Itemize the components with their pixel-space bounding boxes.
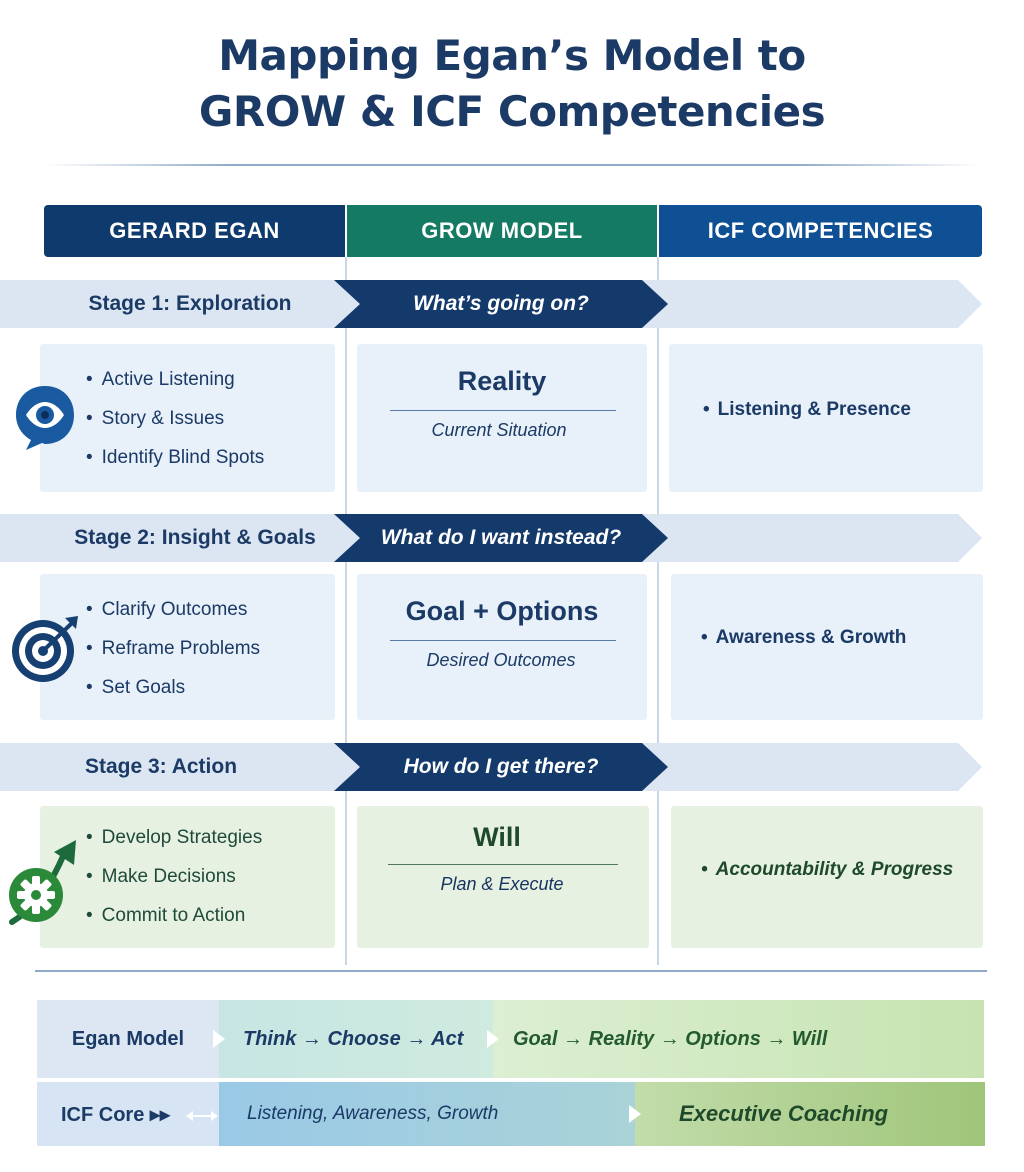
summary-egan-label: Egan Model bbox=[37, 1000, 219, 1078]
list-item: Develop Strategies bbox=[86, 818, 263, 857]
column-divider bbox=[345, 257, 347, 965]
grow-stage-title: Will bbox=[473, 822, 521, 852]
egan-stage-box: Clarify Outcomes Reframe Problems Set Go… bbox=[40, 574, 335, 720]
chevron-right-icon bbox=[629, 1105, 641, 1123]
icf-stage-box: Awareness & Growth bbox=[671, 574, 983, 720]
stage-question-band bbox=[334, 743, 668, 791]
egan-stage-box: Active Listening Story & Issues Identify… bbox=[40, 344, 335, 492]
icf-competency: Awareness & Growth bbox=[701, 624, 907, 652]
stage-question-band bbox=[334, 280, 668, 328]
grow-stage-subtitle: Plan & Execute bbox=[440, 874, 564, 894]
list-item: Reframe Problems bbox=[86, 629, 260, 668]
summary-grow-flow: Goal → Reality → Options → Will bbox=[493, 1000, 984, 1078]
stage-label: Stage 3: Action bbox=[84, 755, 238, 778]
grow-stage-box: Will Plan & Execute bbox=[357, 806, 649, 948]
grow-divider bbox=[390, 410, 616, 411]
stage-label: Stage 2: Insight & Goals bbox=[74, 526, 316, 549]
stage-question: How do I get there? bbox=[403, 755, 599, 778]
summary-icf-label: ICF Core ▸▸ bbox=[37, 1082, 219, 1146]
title-divider bbox=[45, 164, 980, 166]
grow-stage-subtitle: Current Situation bbox=[431, 420, 567, 440]
icf-stage-box: Accountability & Progress bbox=[671, 806, 983, 948]
column-divider bbox=[657, 257, 659, 965]
column-header-grow: GROW MODEL bbox=[347, 205, 657, 257]
list-item: Make Decisions bbox=[86, 857, 262, 896]
chevron-right-icon bbox=[487, 1030, 499, 1048]
list-item: Story & Issues bbox=[86, 399, 264, 438]
list-item: Set Goals bbox=[86, 668, 260, 707]
icf-stage-box: Listening & Presence bbox=[669, 344, 983, 492]
eye-speech-bubble-icon bbox=[14, 384, 76, 452]
summary-divider bbox=[35, 970, 987, 972]
grow-divider bbox=[388, 864, 618, 865]
grow-stage-title: Reality bbox=[457, 366, 547, 396]
title-line-1: Mapping Egan’s Model to bbox=[218, 31, 806, 80]
summary-icf-competencies: Listening, Awareness, Growth bbox=[219, 1082, 635, 1146]
list-item: Identify Blind Spots bbox=[86, 438, 265, 477]
egan-skill-list: Clarify Outcomes Reframe Problems Set Go… bbox=[86, 590, 260, 707]
grow-stage-subtitle: Desired Outcomes bbox=[426, 650, 576, 670]
grow-divider bbox=[390, 640, 616, 641]
page-title: Mapping Egan’s Model to GROW & ICF Compe… bbox=[0, 28, 1024, 140]
egan-skill-list: Active Listening Story & Issues Identify… bbox=[86, 360, 265, 477]
icf-competency: Accountability & Progress bbox=[701, 856, 954, 884]
stage-question: What do I want instead? bbox=[380, 526, 622, 549]
list-item: Clarify Outcomes bbox=[86, 590, 260, 629]
double-arrow-icon bbox=[186, 1108, 218, 1122]
list-item: Commit to Action bbox=[86, 896, 262, 935]
egan-stage-box: Develop Strategies Make Decisions Commit… bbox=[40, 806, 335, 948]
gear-growth-arrow-icon bbox=[6, 840, 80, 926]
egan-skill-list: Develop Strategies Make Decisions Commit… bbox=[86, 818, 263, 935]
stage-question: What’s going on? bbox=[413, 292, 589, 315]
stage-question-band bbox=[334, 514, 668, 562]
icf-competency: Listening & Presence bbox=[703, 396, 911, 424]
grow-stage-box: Reality Current Situation bbox=[357, 344, 647, 492]
grow-stage-box: Goal + Options Desired Outcomes bbox=[357, 574, 647, 720]
column-header-icf: ICF COMPETENCIES bbox=[659, 205, 982, 257]
title-line-2: GROW & ICF Competencies bbox=[198, 87, 826, 136]
column-header-egan: GERARD EGAN bbox=[44, 205, 345, 257]
grow-stage-title: Goal + Options bbox=[405, 596, 599, 626]
list-item: Active Listening bbox=[86, 360, 264, 399]
chevron-right-icon bbox=[213, 1030, 225, 1048]
summary-egan-flow: Think → Choose → Act bbox=[219, 1000, 493, 1078]
target-arrow-icon bbox=[10, 614, 80, 684]
summary-outcome: Executive Coaching bbox=[635, 1082, 985, 1146]
stage-label: Stage 1: Exploration bbox=[88, 292, 292, 315]
